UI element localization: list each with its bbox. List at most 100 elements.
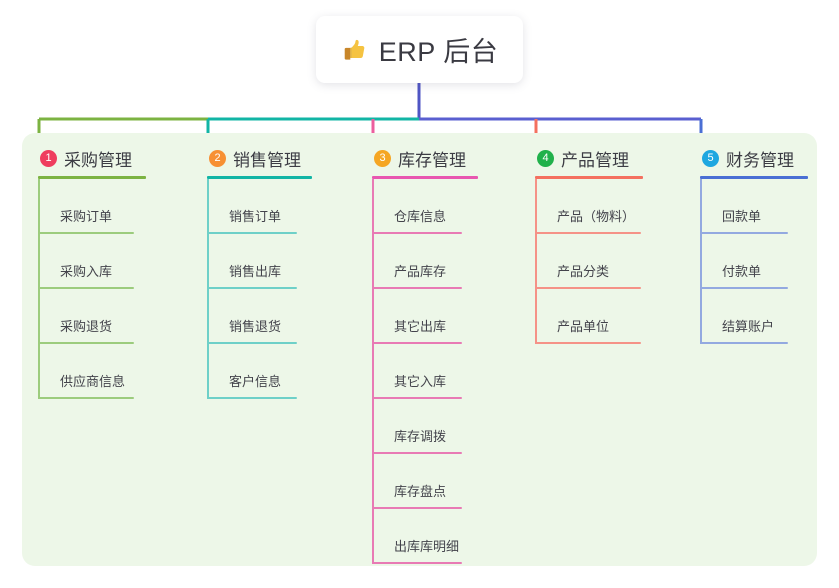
leaf-item[interactable]: 产品（物料）	[535, 179, 643, 234]
leaf-item-rule	[535, 342, 641, 344]
leaf-item-label: 库存调拨	[394, 429, 447, 444]
leaf-item[interactable]: 产品库存	[372, 234, 478, 289]
column-badge-5: 5	[702, 149, 719, 167]
leaf-item-rule	[372, 507, 462, 509]
leaf-item[interactable]: 仓库信息	[372, 179, 478, 234]
leaf-item-label: 其它入库	[394, 374, 447, 389]
leaf-item-label: 产品单位	[557, 319, 610, 334]
leaf-item-rule	[372, 342, 462, 344]
column-header-1[interactable]: 1 采购管理	[38, 145, 146, 171]
leaf-item-rule	[700, 342, 788, 344]
leaf-item-label: 供应商信息	[60, 374, 126, 389]
leaf-item[interactable]: 采购订单	[38, 179, 146, 234]
column-title-1: 采购管理	[64, 150, 132, 170]
leaf-item-label: 采购入库	[60, 264, 113, 279]
column-5: 5 财务管理回款单付款单结算账户	[700, 145, 808, 344]
column-spine-2	[207, 179, 209, 399]
column-header-rule-3	[372, 176, 478, 179]
leaf-item[interactable]: 销售退货	[207, 289, 312, 344]
column-header-5[interactable]: 5 财务管理	[700, 145, 808, 171]
column-items-1: 采购订单采购入库采购退货供应商信息	[38, 179, 146, 399]
column-4: 4 产品管理产品（物料） 产品分类产品单位	[535, 145, 643, 344]
leaf-item-label: 仓库信息	[394, 209, 447, 224]
leaf-item-label: 产品库存	[394, 264, 447, 279]
column-title-3: 库存管理	[398, 150, 466, 170]
leaf-item[interactable]: 供应商信息	[38, 344, 146, 399]
column-badge-4: 4	[537, 149, 554, 167]
column-header-rule-1	[38, 176, 146, 179]
leaf-item-label: 销售订单	[229, 209, 282, 224]
root-title-card[interactable]: ERP 后台	[316, 16, 523, 83]
column-header-rule-2	[207, 176, 312, 179]
leaf-item-rule	[38, 232, 134, 234]
column-spine-4	[535, 179, 537, 344]
leaf-item[interactable]: 库存调拨	[372, 399, 478, 454]
leaf-item[interactable]: 付款单	[700, 234, 808, 289]
column-2: 2 销售管理销售订单销售出库销售退货客户信息	[207, 145, 312, 399]
thumbs-up-icon	[344, 39, 365, 60]
column-badge-1: 1	[40, 149, 57, 167]
column-items-2: 销售订单销售出库销售退货客户信息	[207, 179, 312, 399]
leaf-item[interactable]: 结算账户	[700, 289, 808, 344]
leaf-item-label: 产品分类	[557, 264, 610, 279]
column-header-2[interactable]: 2 销售管理	[207, 145, 312, 171]
column-badge-2: 2	[209, 149, 226, 167]
leaf-item-rule	[535, 287, 641, 289]
leaf-item-label: 产品（物料）	[557, 209, 636, 224]
column-1: 1 采购管理采购订单采购入库采购退货供应商信息	[38, 145, 146, 399]
leaf-item-rule	[207, 342, 297, 344]
leaf-item-rule	[535, 232, 641, 234]
column-3: 3 库存管理仓库信息产品库存其它出库其它入库库存调拨库存盘点出库库明细	[372, 145, 478, 564]
column-title-5: 财务管理	[726, 150, 794, 170]
leaf-item[interactable]: 采购退货	[38, 289, 146, 344]
leaf-item[interactable]: 回款单	[700, 179, 808, 234]
column-header-3[interactable]: 3 库存管理	[372, 145, 478, 171]
leaf-item-label: 付款单	[722, 264, 762, 279]
leaf-item-rule	[38, 397, 134, 399]
leaf-item-label: 出库库明细	[394, 539, 460, 554]
leaf-item[interactable]: 其它入库	[372, 344, 478, 399]
leaf-item-label: 回款单	[722, 209, 762, 224]
leaf-item[interactable]: 出库库明细	[372, 509, 478, 564]
column-items-5: 回款单付款单结算账户	[700, 179, 808, 344]
leaf-item-rule	[207, 287, 297, 289]
column-spine-1	[38, 179, 40, 399]
leaf-item[interactable]: 销售订单	[207, 179, 312, 234]
leaf-item-label: 结算账户	[722, 319, 775, 334]
leaf-item[interactable]: 采购入库	[38, 234, 146, 289]
leaf-item-rule	[700, 232, 788, 234]
leaf-item[interactable]: 产品分类	[535, 234, 643, 289]
column-badge-3: 3	[374, 149, 391, 167]
leaf-item-label: 采购退货	[60, 319, 113, 334]
leaf-item[interactable]: 客户信息	[207, 344, 312, 399]
leaf-item-label: 库存盘点	[394, 484, 447, 499]
leaf-item-label: 采购订单	[60, 209, 113, 224]
connector-lines	[37, 83, 703, 145]
leaf-item-rule	[372, 232, 462, 234]
column-spine-5	[700, 179, 702, 344]
leaf-item-rule	[372, 287, 462, 289]
column-header-4[interactable]: 4 产品管理	[535, 145, 643, 171]
leaf-item[interactable]: 其它出库	[372, 289, 478, 344]
root-title-text: ERP 后台	[378, 37, 499, 67]
column-header-rule-5	[700, 176, 808, 179]
column-title-4: 产品管理	[561, 150, 629, 170]
column-title-2: 销售管理	[233, 150, 301, 170]
leaf-item-label: 其它出库	[394, 319, 447, 334]
leaf-item-rule	[207, 397, 297, 399]
content-panel	[22, 133, 817, 566]
leaf-item-rule	[38, 287, 134, 289]
leaf-item-label: 销售退货	[229, 319, 282, 334]
leaf-item-rule	[700, 287, 788, 289]
column-items-3: 仓库信息产品库存其它出库其它入库库存调拨库存盘点出库库明细	[372, 179, 478, 564]
leaf-item[interactable]: 产品单位	[535, 289, 643, 344]
leaf-item[interactable]: 库存盘点	[372, 454, 478, 509]
column-header-rule-4	[535, 176, 643, 179]
leaf-item[interactable]: 销售出库	[207, 234, 312, 289]
column-spine-3	[372, 179, 374, 564]
leaf-item-rule	[207, 232, 297, 234]
leaf-item-label: 销售出库	[229, 264, 282, 279]
leaf-item-rule	[372, 562, 462, 564]
leaf-item-rule	[38, 342, 134, 344]
